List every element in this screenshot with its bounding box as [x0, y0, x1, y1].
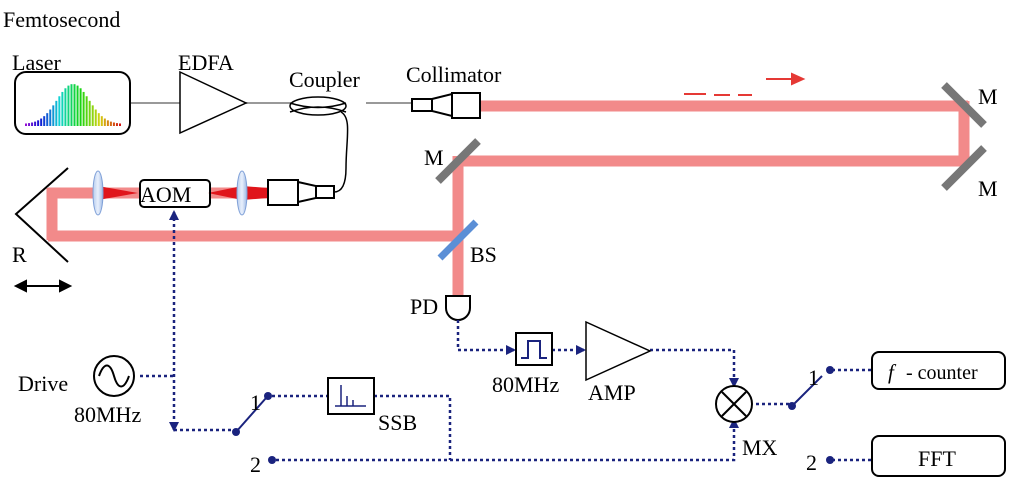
switch2-pos1-label: 1 [808, 365, 819, 390]
retroreflector [14, 167, 69, 263]
ssb-label: SSB [378, 410, 417, 435]
beam-splitter [437, 219, 479, 261]
retro-label: R [12, 242, 27, 267]
laser-label-line1: Femtosecond [3, 7, 120, 32]
signal-ssb-down [374, 394, 452, 460]
mirrors [435, 82, 987, 191]
beam-cone-right [208, 186, 242, 200]
mixer-x-2 [721, 391, 747, 417]
lens-right [236, 170, 248, 216]
arrowhead-to-amp [576, 345, 586, 355]
drive-label: Drive [18, 371, 68, 396]
switch2-pos2-label: 2 [806, 450, 817, 475]
collimator-1-body [451, 92, 481, 119]
lens-left [92, 170, 104, 216]
rf-amplifier [585, 320, 652, 382]
free-space-beams [46, 100, 970, 296]
bandpass-icon [521, 340, 547, 359]
amp-label: AMP [588, 380, 636, 405]
femtosecond-laser [14, 71, 131, 135]
counter-label: - counter [906, 362, 978, 384]
switch2-arm [791, 375, 823, 407]
mirror-3-label: M [424, 145, 444, 170]
collimator-1-taper [431, 92, 453, 118]
sine-wave-icon [98, 364, 130, 388]
coupler-ellipse [289, 96, 347, 116]
switch1-arm [235, 397, 267, 433]
arrowhead-to-aom [169, 210, 179, 220]
collimator-2-taper [297, 180, 317, 204]
mirror-2 [941, 145, 987, 191]
aom-label: AOM [140, 182, 191, 207]
ssb-filter [327, 377, 375, 415]
beam-cone-right-2 [242, 186, 268, 200]
collimator-1 [411, 92, 481, 119]
mirror-3 [435, 138, 481, 184]
coupler-fiber-2 [289, 106, 347, 113]
mirror-2-label: M [978, 176, 998, 201]
collimator-label: Collimator [406, 62, 502, 87]
coupler-label: Coupler [289, 67, 361, 92]
counter-f-symbol: f [888, 360, 897, 384]
switch1-pos1-label: 1 [250, 390, 261, 415]
focused-beam-cones [98, 186, 268, 200]
beam-arrow-head [791, 72, 806, 86]
aom-box [139, 179, 211, 208]
arrowhead-to-filter [506, 345, 516, 355]
switch2-pos1-node [826, 366, 834, 374]
beam-cone-left [98, 186, 138, 200]
signal-amp-to-mixer [650, 348, 736, 382]
switch1-pos2-node [268, 456, 276, 464]
beam-direction-marker [684, 72, 806, 96]
pd-label: PD [410, 294, 438, 319]
edfa-amplifier [179, 70, 248, 135]
signal-switch2-to-mixer [276, 422, 736, 462]
edfa-label: EDFA [178, 50, 234, 75]
filter-freq-label: 80MHz [492, 372, 559, 397]
collimator-2-body [267, 179, 299, 206]
switch2-pos2-node [826, 456, 834, 464]
mirror-1-label: M [978, 84, 998, 109]
mixer-label: MX [742, 435, 778, 460]
frequency-counter [871, 351, 1006, 390]
laser-spectrum-icon [25, 84, 121, 126]
signal-lines [140, 212, 872, 462]
photodetector-icon [445, 295, 471, 321]
fiber-coupler [289, 96, 347, 116]
bandpass-filter [515, 332, 553, 366]
arrowhead-bus-down [169, 422, 179, 432]
drive-freq-label: 80MHz [74, 402, 141, 427]
ssb-spectrum-icon [335, 385, 366, 407]
fft-analyzer [871, 435, 1006, 477]
collimator-2-neck [315, 185, 335, 199]
bs-label: BS [470, 242, 497, 267]
laser-label-line2: Laser [12, 50, 62, 75]
arrowhead-to-mixer-top [729, 378, 739, 388]
mirror-1 [941, 82, 987, 128]
translation-arrow-icon [13, 279, 73, 293]
collimator-2 [267, 179, 335, 206]
fft-label: FFT [918, 446, 956, 471]
signal-pd-to-filter [456, 320, 514, 352]
switch1-pos2-label: 2 [250, 452, 261, 477]
collimator-1-neck [411, 98, 433, 112]
fiber-coupler-to-collimator2 [333, 111, 349, 193]
